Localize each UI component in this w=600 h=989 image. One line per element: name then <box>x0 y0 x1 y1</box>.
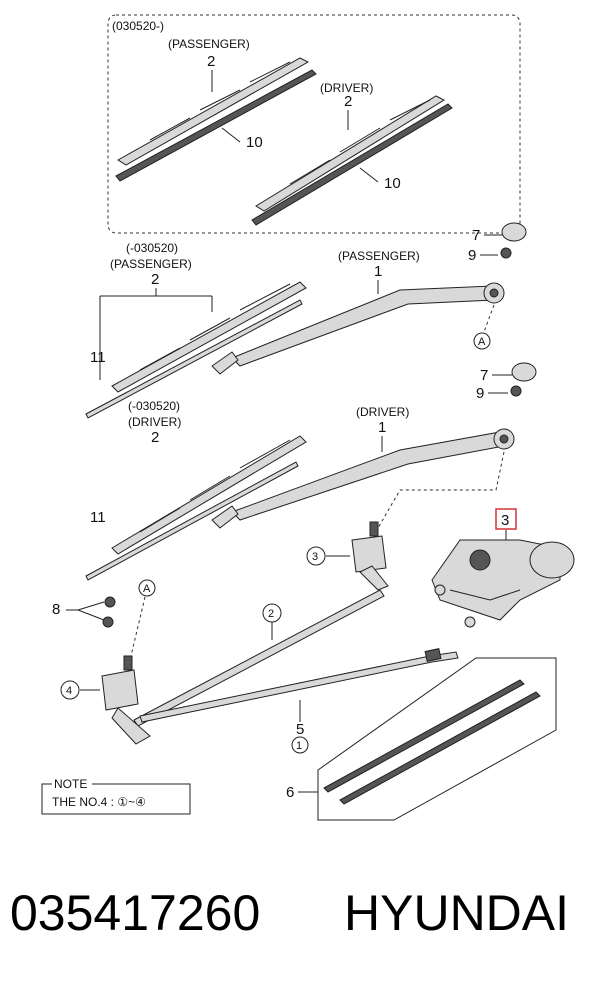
pivot-nut-lower <box>102 616 114 628</box>
driver-cap <box>511 362 537 382</box>
passenger-pivot <box>101 655 151 745</box>
link-rod-circled-1 <box>291 736 309 754</box>
inset-label: (030520-) <box>112 19 164 33</box>
inset-passenger-blade <box>115 57 317 182</box>
passenger-pivot-callout-8: 8 <box>52 601 60 618</box>
motor-callout-3: 3 <box>501 512 509 529</box>
note-text: THE NO.4 : ①~④ <box>52 795 146 809</box>
driver-nut <box>510 385 522 397</box>
passenger-nut-callout-9: 9 <box>468 247 476 264</box>
passenger-nut <box>500 247 512 259</box>
motor-callout-box[interactable] <box>495 508 517 530</box>
driver-arm-label: (DRIVER) <box>356 405 409 419</box>
passenger-before-date-label: (-030520) <box>126 241 178 255</box>
refill-frame <box>317 657 557 821</box>
driver-before-date-label: (-030520) <box>128 399 180 413</box>
inset-passenger-label: (PASSENGER) <box>168 37 250 51</box>
part-number: 035417260 <box>10 885 260 941</box>
inset-frame <box>107 14 521 234</box>
link-rod-lower <box>139 651 459 723</box>
link-rod-callout-5: 5 <box>296 721 304 738</box>
link-rod-upper <box>133 589 385 727</box>
pivot-nut-upper <box>104 596 116 608</box>
driver-arm-callout-1: 1 <box>378 419 386 436</box>
driver-nut-callout-9: 9 <box>476 385 484 402</box>
passenger-cap <box>501 222 527 242</box>
driver-cap-callout-7: 7 <box>480 367 488 384</box>
driver-arm <box>211 428 515 529</box>
driver-pivot <box>351 521 389 591</box>
driver-callout-11: 11 <box>90 509 106 526</box>
ref-a-label-lower: A <box>143 583 151 595</box>
refill-strip-lower <box>339 691 541 805</box>
pivot-circled-3 <box>306 546 326 566</box>
link-rod-circled-2: 2 <box>268 608 274 620</box>
pivot-circled-4 <box>60 680 80 700</box>
note-title: NOTE <box>54 777 87 791</box>
ref-a-circle-upper <box>473 332 491 350</box>
note-frame <box>41 783 191 815</box>
svg-text:1: 1 <box>296 740 302 752</box>
passenger-blade-callout-2: 2 <box>151 271 159 288</box>
inset-driver-callout-10: 10 <box>384 175 401 192</box>
refill-callout-6: 6 <box>286 784 294 801</box>
passenger-cap-callout-7: 7 <box>472 227 480 244</box>
inset-driver-label: (DRIVER) <box>320 81 373 95</box>
pivot-circled-3-text: 3 <box>312 551 318 563</box>
brand-name: HYUNDAI <box>344 885 569 941</box>
refill-strip-upper <box>323 679 525 793</box>
passenger-arm-callout-1: 1 <box>374 263 382 280</box>
ref-a-circle-lower <box>138 579 156 597</box>
driver-blade-callout-2: 2 <box>151 429 159 446</box>
wiper-motor <box>431 539 575 628</box>
inset-driver-blade <box>251 95 453 226</box>
passenger-blade-label: (PASSENGER) <box>110 257 192 271</box>
passenger-blade <box>85 281 307 419</box>
passenger-arm <box>211 282 505 375</box>
passenger-callout-11: 11 <box>90 349 106 366</box>
inset-passenger-callout-2: 2 <box>207 53 215 70</box>
inset-passenger-callout-10: 10 <box>246 134 263 151</box>
inset-driver-callout-2: 2 <box>344 93 352 110</box>
driver-blade <box>85 435 307 581</box>
passenger-arm-label: (PASSENGER) <box>338 249 420 263</box>
driver-blade-label: (DRIVER) <box>128 415 181 429</box>
ref-a-label-upper: A <box>478 336 486 348</box>
svg-text:4: 4 <box>66 685 72 697</box>
